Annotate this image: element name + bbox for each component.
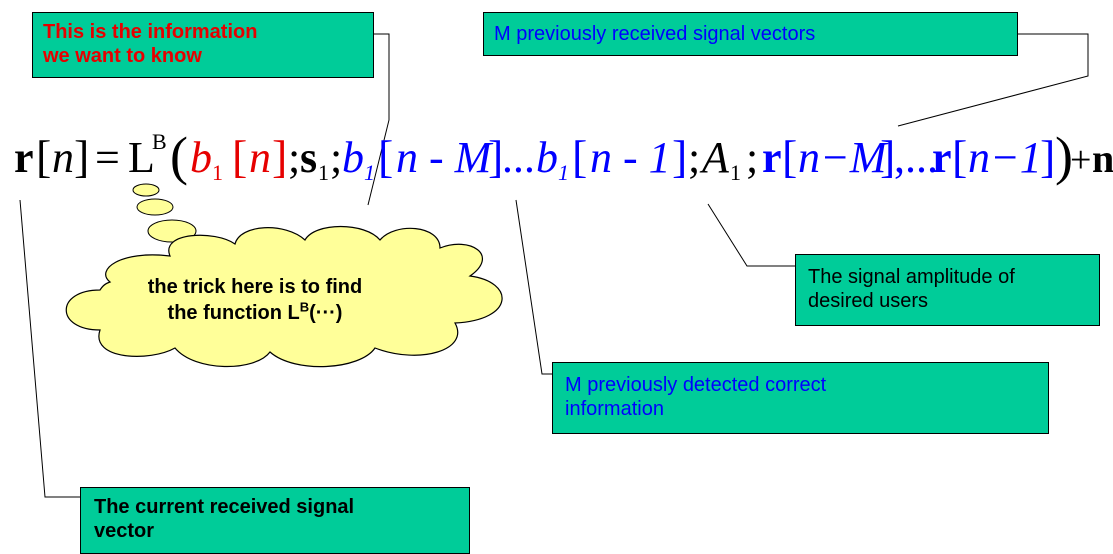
eq-past-bracket-close-2: ] <box>672 131 687 182</box>
eq-past-bracket-close-1: ] <box>488 131 503 182</box>
cloud-bubble-medium <box>136 198 174 216</box>
cloud-bubble-small <box>132 183 160 197</box>
eq-operator-sup: B <box>152 129 167 154</box>
eq-target-b: b <box>190 133 212 182</box>
eq-past-r-bracket-close-2: ] <box>1040 131 1055 182</box>
previous-detected-line1: M previously detected correct <box>565 374 827 396</box>
eq-semicolon-3: ; <box>688 133 700 182</box>
eq-target-bracket-close: ] <box>272 131 287 182</box>
eq-amplitude-A: A <box>699 133 730 182</box>
amplitude-line2: desired users <box>808 290 929 312</box>
cloud-note-line1: the trick here is to find <box>147 276 363 298</box>
eq-past-r-2: r <box>932 133 952 182</box>
eq-paren-open: ( <box>170 126 188 186</box>
cloud-note-line2: the function LB(···) <box>105 300 405 326</box>
eq-past-r-bracket-close-1: ] <box>880 131 895 182</box>
eq-target-bracket-open: [ <box>232 131 247 182</box>
cloud-note-suffix: (···) <box>309 302 343 324</box>
previous-detected-annotation: M previously detected correct informatio… <box>552 362 1049 434</box>
leader-amplitude <box>707 203 795 267</box>
current-received-line2: vector <box>94 520 155 542</box>
eq-lhs-n: n <box>52 133 74 182</box>
eq-past-index-1: n - M <box>396 133 494 182</box>
eq-past-b-2: b <box>536 133 558 182</box>
previous-detected-line2: information <box>565 398 664 420</box>
eq-equals: = <box>95 133 120 182</box>
eq-past-r-dots: ,... <box>894 133 938 182</box>
leader-current-received <box>19 199 80 498</box>
previous-received-annotation: M previously received signal vectors <box>483 12 1018 56</box>
eq-semicolon-1: ; <box>288 133 300 182</box>
eq-past-sub-1: 1 <box>364 160 375 185</box>
eq-past-r-1: r <box>762 133 782 182</box>
cloud-note-sup: B <box>299 299 310 315</box>
eq-lhs-bracket-open: [ <box>36 131 51 182</box>
target-info-line2: we want to know <box>43 45 202 67</box>
eq-target-n: n <box>249 133 271 182</box>
eq-past-r-index-2: n−1 <box>968 133 1042 182</box>
eq-plus: + <box>1070 139 1091 181</box>
eq-past-r-index-1: n−M <box>798 133 889 182</box>
eq-past-b-1: b <box>342 133 364 182</box>
eq-amplitude-sub: 1 <box>730 160 741 185</box>
eq-semicolon-2: ; <box>330 133 342 182</box>
eq-lhs-r: r <box>14 133 34 182</box>
eq-past-sub-2: 1 <box>558 160 569 185</box>
previous-received-text: M previously received signal vectors <box>494 23 816 45</box>
eq-past-bracket-open-2: [ <box>572 131 587 182</box>
eq-operator-L: L <box>128 133 155 182</box>
cloud-note: the trick here is to find the function L… <box>105 274 405 326</box>
eq-target-sub: 1 <box>212 160 223 185</box>
amplitude-line1: The signal amplitude of <box>808 266 1015 288</box>
eq-past-r-bracket-open-2: [ <box>952 131 967 182</box>
eq-past-ellipsis: ... <box>503 133 536 182</box>
eq-lhs-bracket-close: ] <box>74 131 89 182</box>
eq-noise: n <box>1092 136 1113 181</box>
leader-target-info <box>367 33 390 206</box>
eq-semicolon-4: ; <box>746 133 758 182</box>
eq-past-index-2: n - 1 <box>590 133 671 182</box>
current-received-line1: The current received signal <box>94 496 355 518</box>
eq-past-r-bracket-open-1: [ <box>782 131 797 182</box>
cloud-note-prefix: the function L <box>167 302 300 324</box>
target-info-line1: This is the information <box>43 21 258 43</box>
current-received-annotation: The current received signal vector <box>80 487 470 554</box>
target-info-annotation: This is the information we want to know <box>32 12 374 78</box>
thought-cloud <box>65 225 503 368</box>
eq-signature-sub: 1 <box>318 160 329 185</box>
amplitude-annotation: The signal amplitude of desired users <box>795 254 1100 326</box>
leader-previous-received <box>897 33 1089 127</box>
leader-detected <box>515 199 552 375</box>
eq-paren-close: ) <box>1055 126 1073 186</box>
eq-signature-s: s <box>300 133 317 182</box>
eq-past-bracket-open-1: [ <box>378 131 393 182</box>
